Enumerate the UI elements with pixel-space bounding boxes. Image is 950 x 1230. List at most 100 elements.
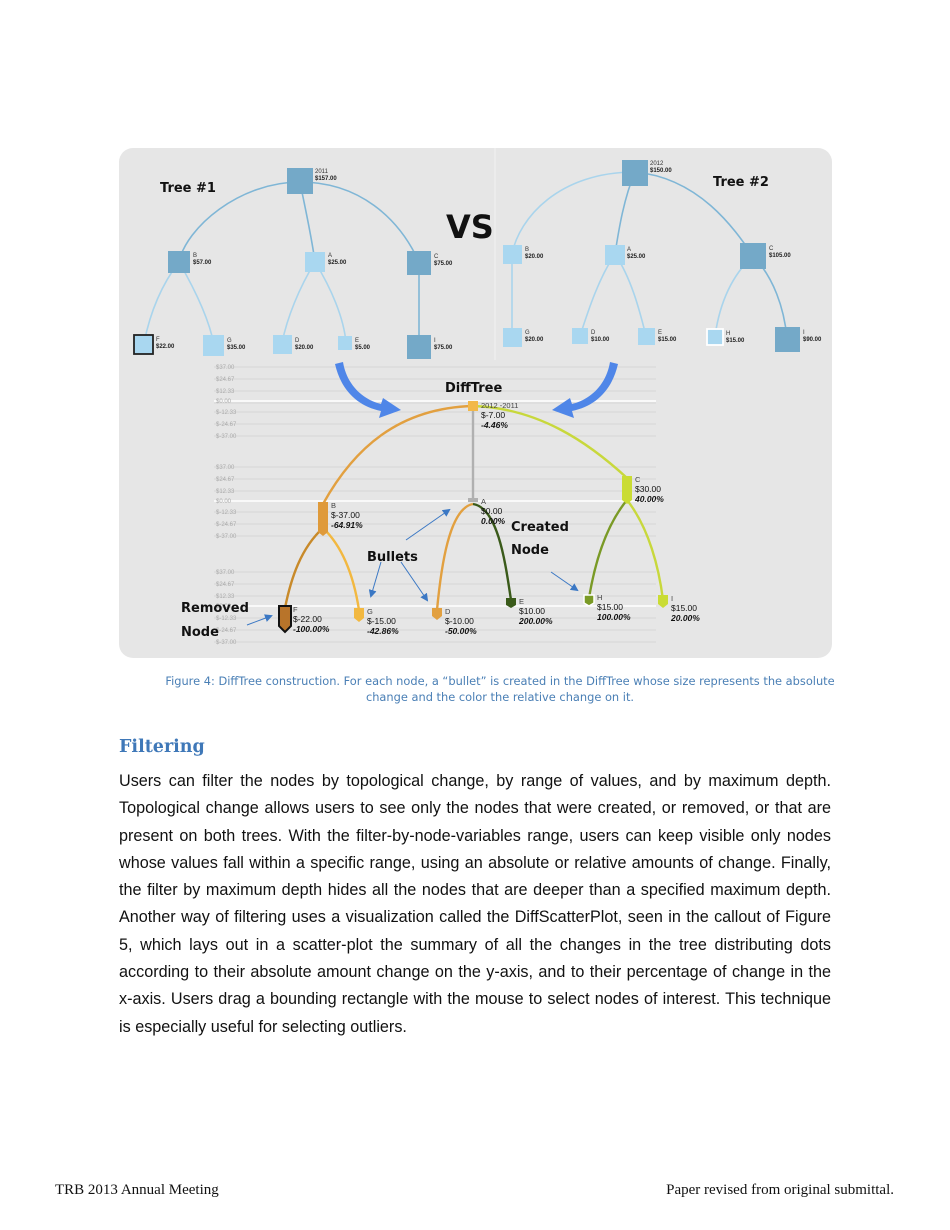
tree2-node-value: $15.00 — [726, 338, 745, 344]
difftree-node-value: $-22.00 — [293, 614, 322, 624]
difftree-node-name: F — [293, 605, 298, 614]
difftree-node-value: $0.00 — [481, 506, 503, 516]
difftree-node-percent: 40.00% — [634, 494, 664, 504]
tree2-node-value: $25.00 — [627, 254, 646, 260]
tree1-node-root — [287, 168, 313, 194]
tree2-node-g — [503, 328, 522, 347]
tree2-node-value: $105.00 — [769, 253, 791, 259]
difftree-node-value: $10.00 — [519, 606, 545, 616]
difftree-node-percent: -64.91% — [331, 520, 363, 530]
scale-label: $12.33 — [216, 594, 235, 600]
scale-label: $12.33 — [216, 389, 235, 395]
scale-label: $24.67 — [216, 477, 235, 483]
tree2-node-root — [622, 160, 648, 186]
tree1-node-e — [338, 336, 352, 350]
bullet-g — [354, 608, 364, 622]
scale-label: $24.67 — [216, 377, 235, 383]
difftree-node-name: D — [445, 607, 451, 616]
removed-node-label-1: Removed — [181, 601, 249, 616]
tree1-node-name: I — [434, 338, 436, 344]
tree2-node-name: D — [591, 330, 596, 336]
tree1-node-a — [305, 252, 325, 272]
created-node-label-1: Created — [511, 520, 569, 535]
scale-labels-row2: $37.00$24.67$12.33$0.00$-12.33$-24.67$-3… — [216, 465, 237, 540]
footer-right: Paper revised from original submittal. — [666, 1182, 894, 1198]
tree2-node-a — [605, 245, 625, 265]
tree2-node-i — [775, 327, 800, 352]
tree2-node-value: $20.00 — [525, 254, 544, 260]
difftree-node-percent: 200.00% — [518, 616, 553, 626]
tree1-node-value: $22.00 — [156, 344, 175, 350]
tree1-node-name: C — [434, 254, 439, 260]
difftree-node-name: I — [671, 594, 673, 603]
scale-label: $-24.67 — [216, 422, 237, 428]
tree1-node-i — [407, 335, 431, 359]
bullet-c — [622, 476, 632, 504]
tree2-node-b — [503, 245, 522, 264]
tree1-node-value: $25.00 — [328, 260, 347, 266]
tree1-node-g — [203, 335, 224, 356]
tree2-node-value: $90.00 — [803, 337, 822, 343]
tree1-node-value: $75.00 — [434, 261, 453, 267]
bullet-root — [468, 401, 478, 411]
tree2-node-name: G — [525, 330, 530, 336]
scale-rows — [214, 366, 656, 643]
scale-label: $-12.33 — [216, 510, 237, 516]
tree2-node-name: I — [803, 330, 805, 336]
tree1-nodes — [133, 168, 431, 359]
tree1-node-value: $20.00 — [295, 345, 314, 351]
scale-label: $-37.00 — [216, 534, 237, 540]
difftree-figure: $37.00 $24.67 $12.33 $0.00 $-12.33 $-24.67 $-3… — [119, 148, 832, 658]
difftree-node-name: E — [519, 597, 524, 606]
created-node-label-2: Node — [511, 543, 549, 558]
scale-label: $24.67 — [216, 582, 235, 588]
tree1-node-name: G — [227, 338, 232, 344]
bullet-a — [468, 498, 478, 502]
section-heading: Filtering — [119, 737, 205, 757]
bullet-b — [318, 502, 328, 536]
tree2-node-name: C — [769, 246, 774, 252]
difftree-node-name: H — [597, 593, 602, 602]
tree2-node-value: $20.00 — [525, 337, 544, 343]
tree1-node-name: D — [295, 338, 300, 344]
annotation-arrows — [246, 508, 579, 626]
tree1-node-name: B — [193, 253, 197, 259]
bullets-label: Bullets — [367, 550, 418, 565]
bullet-h — [583, 594, 595, 607]
tree1-node-f — [133, 334, 154, 355]
scale-label: $-37.00 — [216, 640, 237, 646]
difftree-node-value: $-7.00 — [481, 410, 505, 420]
difftree-node-value: $-15.00 — [367, 616, 396, 626]
figure-caption: Figure 4: DiffTree construction. For eac… — [165, 674, 835, 704]
difftree-node-name: B — [331, 501, 336, 510]
tree1-node-value: $157.00 — [315, 176, 337, 182]
bullet-d — [432, 608, 442, 620]
scale-label: $-37.00 — [216, 434, 237, 440]
scale-label: $37.00 — [216, 465, 235, 471]
tree2-nodes — [503, 160, 800, 352]
difftree-title: DiffTree — [445, 381, 502, 396]
tree2-node-c — [740, 243, 766, 269]
tree1-node-name: E — [355, 338, 359, 344]
difftree-node-percent: -4.46% — [481, 420, 508, 430]
body-paragraph: Users can filter the nodes by topologica… — [119, 772, 831, 1036]
bullet-e — [506, 598, 516, 608]
tree2-labels: 2012$150.00B$20.00A$25.00C$105.00G$20.00… — [525, 161, 822, 344]
difftree-node-name: 2012 -2011 — [481, 401, 518, 410]
difftree-node-value: $-10.00 — [445, 616, 474, 626]
footer-left: TRB 2013 Annual Meeting — [55, 1182, 219, 1198]
tree1-node-name: F — [156, 337, 160, 343]
difftree-labels: 2012 -2011$-7.00-4.46%B$-37.00-64.91%A$0… — [293, 401, 700, 636]
difftree-node-value: $15.00 — [671, 603, 697, 613]
scale-labels-row1: $37.00$24.67$12.33$0.00$-12.33$-24.67$-3… — [216, 365, 237, 440]
scale-label: $-24.67 — [216, 522, 237, 528]
scale-label: $-12.33 — [216, 410, 237, 416]
difftree-node-percent: 100.00% — [597, 612, 631, 622]
removed-node-label-2: Node — [181, 625, 219, 640]
difftree-node-value: $-37.00 — [331, 510, 360, 520]
difftree-node-name: C — [635, 475, 641, 484]
vs-label: VS — [446, 208, 494, 246]
scale-labels-row3: $37.00$24.67$12.33$0.00$-12.33$-24.67$-3… — [216, 570, 237, 646]
scale-label: $-12.33 — [216, 616, 237, 622]
tree1-node-b — [168, 251, 190, 273]
